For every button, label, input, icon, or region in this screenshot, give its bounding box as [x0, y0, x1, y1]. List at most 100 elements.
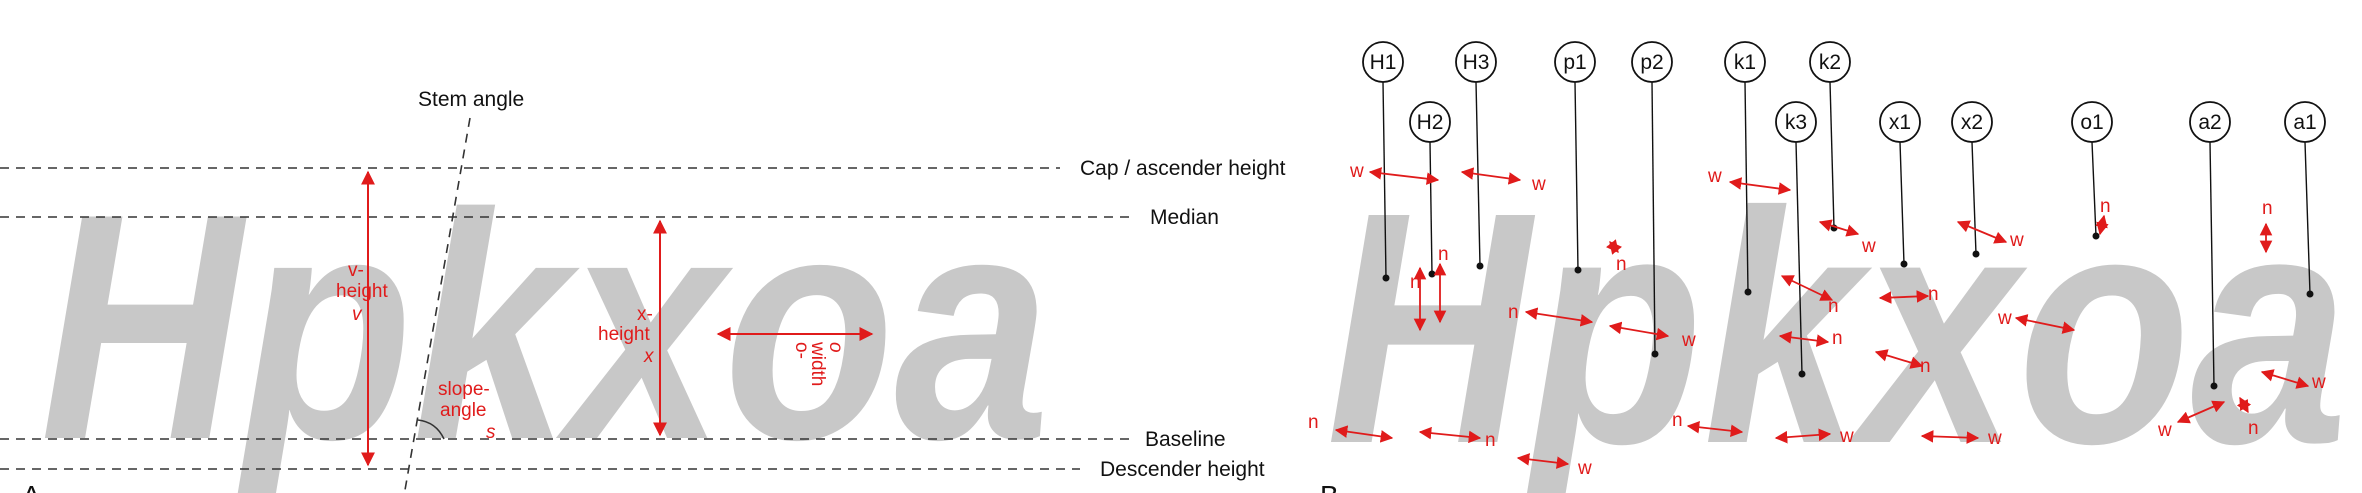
measure-arrow [1334, 425, 1394, 443]
measure-label: n [2248, 418, 2259, 439]
measure-arrow [1778, 331, 1830, 347]
panel-a: Hpkxoa Stem angle Cap / ascender height … [0, 88, 1286, 493]
marker-a2: a2 [2189, 101, 2231, 390]
v-height-label-1: v- [348, 260, 364, 281]
marker-h2: H2 [1409, 101, 1451, 278]
measure-label: n [1485, 430, 1496, 451]
measure-label: n [1928, 284, 1939, 305]
measure-label: n [1508, 302, 1519, 323]
slope-angle-label-2: angle [440, 400, 487, 421]
marker-circle [2189, 101, 2231, 143]
panel-b-glyphs: Hpkxoa [1326, 143, 2348, 493]
measure-label: n [1616, 254, 1627, 275]
x-height-label-1: x- [637, 304, 653, 325]
measure-arrow [1368, 167, 1440, 185]
median-label: Median [1150, 206, 1219, 229]
measure-n: n [1433, 244, 1449, 324]
measure-w: w [1460, 167, 1546, 195]
marker-dot [1382, 274, 1390, 282]
marker-label: H3 [1463, 51, 1490, 74]
measure-label: n [1410, 272, 1421, 293]
measure-label: w [2009, 230, 2024, 251]
marker-leader [1429, 141, 1433, 275]
measure-arrow [1774, 428, 1832, 444]
measure-label: n [2262, 198, 2273, 219]
measure-arrow [1516, 453, 1570, 469]
measure-label: w [1987, 428, 2002, 449]
marker-leader [2091, 141, 2097, 237]
measure-n: n [1308, 412, 1394, 443]
marker-circle [1631, 41, 1673, 83]
measure-n: n [1778, 328, 1843, 349]
x-height-label-2: height [598, 324, 650, 345]
measure-w: w [1608, 321, 1696, 351]
o-width-symbol: o [825, 342, 846, 353]
measure-w: w [1774, 426, 1854, 447]
panel-a-letter: A [22, 480, 41, 493]
marker-dot [1428, 270, 1436, 278]
v-height-symbol: v [352, 304, 363, 325]
v-height-label-2: height [336, 281, 388, 302]
measure-arrow [1818, 219, 1860, 237]
marker-leader [1574, 81, 1579, 271]
o-width-label-1: o- [791, 342, 812, 359]
marker-dot [1798, 370, 1806, 378]
marker-dot [2306, 290, 2314, 298]
marker-h1: H1 [1362, 41, 1404, 282]
measure-label: w [1577, 458, 1592, 479]
panel-a-glyphs: Hpkxoa [40, 148, 1050, 493]
marker-label: x2 [1961, 111, 1983, 134]
measure-arrow [2260, 369, 2310, 389]
measure-label: n [1828, 296, 1839, 317]
measure-w: w [2260, 369, 2326, 393]
measure-w: w [1818, 219, 1876, 257]
marker-circle [2284, 101, 2326, 143]
marker-label: H1 [1370, 51, 1397, 74]
slope-angle-symbol: s [486, 422, 496, 443]
marker-dot [1900, 260, 1908, 268]
measure-n: n [2259, 198, 2273, 254]
measure-arrow [1608, 321, 1670, 341]
marker-label: k1 [1734, 51, 1756, 74]
marker-k2: k2 [1809, 41, 1851, 232]
marker-circle [1951, 101, 1993, 143]
panel-b-letter: B [1320, 480, 1339, 493]
measure-label: w [1861, 236, 1876, 257]
measure-w: w [1997, 308, 2076, 334]
measure-label: w [1349, 161, 1364, 182]
measure-label: n [1672, 410, 1683, 431]
measure-label: w [1839, 426, 1854, 447]
cap-height-label: Cap / ascender height [1080, 157, 1286, 180]
measure-w: w [1920, 428, 2002, 449]
marker-label: p2 [1640, 51, 1663, 74]
marker-circle [1724, 41, 1766, 83]
measure-label: w [2157, 420, 2172, 441]
marker-p2: p2 [1631, 41, 1673, 358]
marker-label: k2 [1819, 51, 1841, 74]
measure-arrow [1686, 420, 1744, 438]
measure-n: n [1418, 426, 1496, 451]
measure-label: w [1707, 166, 1722, 187]
measure-label: n [1920, 356, 1931, 377]
marker-label: a1 [2293, 111, 2316, 134]
marker-p1: p1 [1554, 41, 1596, 274]
measure-arrow [1728, 177, 1792, 195]
marker-circle [1362, 41, 1404, 83]
marker-leader [1651, 81, 1656, 355]
measure-arrow [2236, 396, 2252, 414]
measure-label: n [1308, 412, 1319, 433]
measure-n: n [1410, 266, 1427, 332]
measure-arrow [2176, 400, 2226, 424]
marker-o1: o1 [2071, 101, 2113, 240]
marker-dot [1476, 262, 1484, 270]
measure-arrow [1605, 239, 1623, 255]
measure-w: w [1516, 453, 1592, 479]
marker-label: x1 [1889, 111, 1911, 134]
marker-a1: a1 [2284, 101, 2326, 298]
marker-dot [2210, 382, 2218, 390]
marker-circle [1409, 101, 1451, 143]
measure-label: n [1438, 244, 1449, 265]
marker-label: k3 [1785, 111, 1807, 134]
measure-arrow [1956, 220, 2008, 244]
